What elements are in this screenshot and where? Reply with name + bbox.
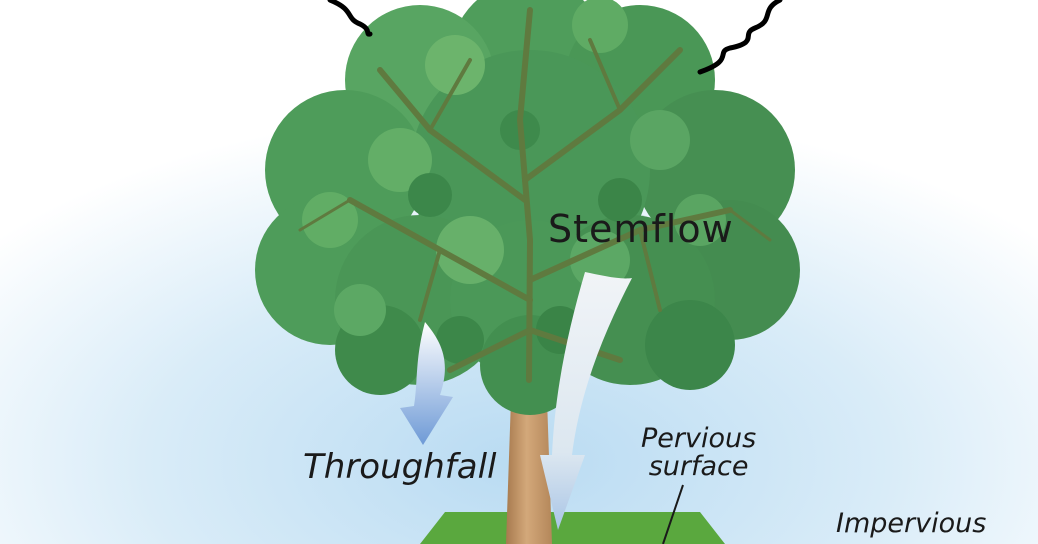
impervious-surface-label: Impervious (836, 508, 987, 539)
tree-branches (298, 7, 772, 383)
pervious-label-line1: Pervious (641, 423, 757, 454)
pervious-surface-label: Pervious surface (641, 423, 757, 483)
stemflow-label: Stemflow (548, 207, 734, 251)
pervious-leader-line (662, 484, 684, 544)
pervious-ground (420, 512, 725, 544)
rain-squiggle-right (697, 0, 783, 75)
throughfall-label: Throughfall (303, 447, 497, 487)
rain-squiggle-left (327, 0, 373, 37)
throughfall-arrow (400, 322, 453, 445)
pervious-label-line2: surface (648, 451, 749, 483)
stemflow-arrow (540, 272, 632, 530)
